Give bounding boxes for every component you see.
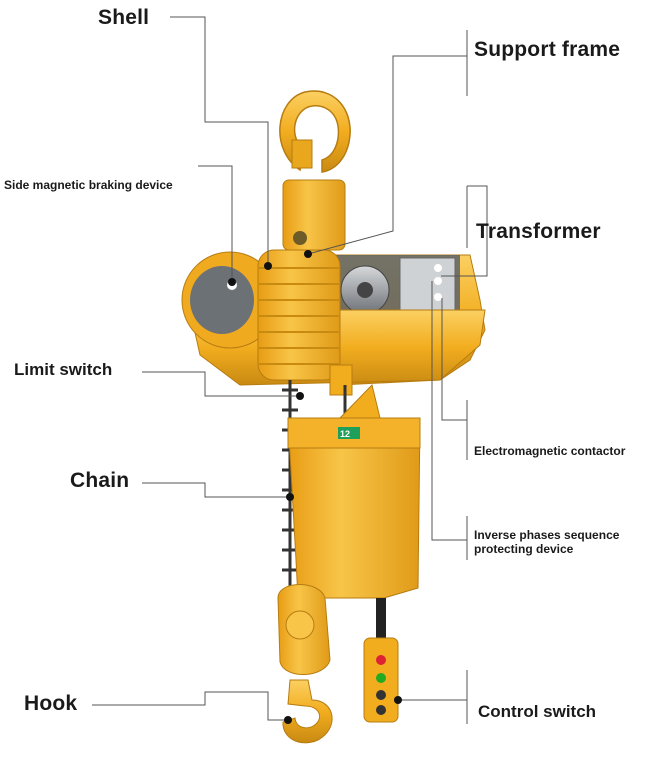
label-inverse-phases-line2: protecting device (474, 542, 574, 556)
label-transformer: Transformer (476, 220, 601, 243)
bottom-hook (277, 584, 333, 744)
leader-lines (92, 16, 488, 724)
leader-dots (228, 250, 402, 724)
chain-container (287, 384, 421, 599)
top-hook (279, 90, 351, 251)
label-chain: Chain (70, 469, 130, 492)
label-side-magnetic-braking: Side magnetic braking device (4, 178, 173, 192)
label-shell: Shell (98, 6, 150, 29)
label-control-switch: Control switch (478, 702, 597, 721)
label-limit-switch: Limit switch (14, 360, 113, 379)
hoist-body (181, 249, 486, 396)
label-support-frame: Support frame (474, 38, 621, 61)
label-inverse-phases-line1: Inverse phases sequence (474, 528, 620, 542)
label-hook: Hook (24, 692, 78, 715)
label-electromagnetic-contactor: Electromagnetic contactor (474, 444, 626, 458)
pendant-control (363, 598, 399, 723)
block-tag-text: 12 (340, 429, 350, 439)
